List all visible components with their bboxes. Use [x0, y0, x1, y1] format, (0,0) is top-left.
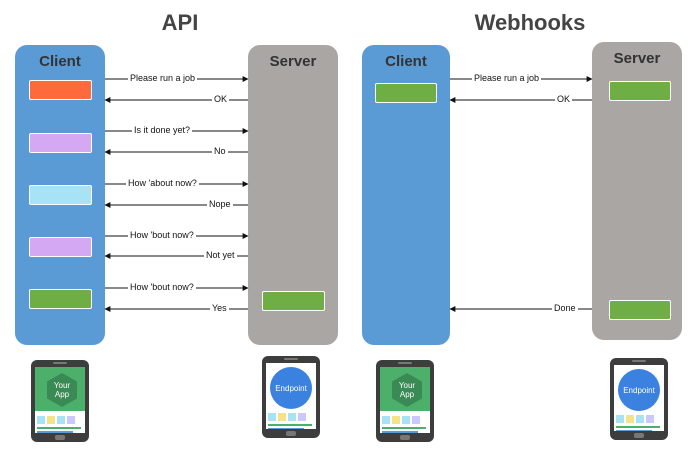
api-msg-8: Not yet	[204, 250, 237, 260]
webhooks-title: Webhooks	[474, 10, 586, 35]
api-client-box-poll-3	[29, 237, 92, 257]
webhooks-client-label: Client	[385, 53, 427, 70]
webhooks-msg-2: OK	[555, 94, 573, 104]
webhooks-server-phone-icon: Endpoint	[610, 358, 668, 440]
webhooks-msg-1: Please run a job	[472, 73, 542, 83]
api-msg-4: No	[212, 146, 228, 156]
webhooks-client-phone-icon: Your App	[376, 360, 434, 442]
api-client-box-poll-1	[29, 133, 92, 153]
webhooks-server-box-request	[609, 81, 671, 101]
endpoint-circle-icon: Endpoint	[618, 369, 660, 411]
api-server-box-done	[262, 291, 325, 311]
api-msg-1: Please run a job	[128, 73, 198, 83]
api-server-label: Server	[269, 53, 317, 70]
api-msg-6: Nope	[207, 199, 233, 209]
api-msg-10: Yes	[210, 303, 229, 313]
endpoint-circle-icon: Endpoint	[270, 367, 312, 409]
api-client-label: Client	[39, 53, 81, 70]
api-server-phone-icon: Endpoint	[262, 356, 320, 438]
api-client-phone-icon: Your App	[31, 360, 89, 442]
webhooks-server-box-done	[609, 300, 671, 320]
api-msg-7: How 'bout now?	[128, 230, 196, 240]
api-title: API	[161, 10, 199, 35]
webhooks-msg-3: Done	[552, 303, 578, 313]
webhooks-client-box-request	[375, 83, 437, 103]
api-msg-5: How 'about now?	[126, 178, 199, 188]
api-msg-3: Is it done yet?	[132, 125, 193, 135]
webhooks-server-label: Server	[613, 50, 661, 67]
api-client-box-request	[29, 80, 92, 100]
api-client-box-poll-2	[29, 185, 92, 205]
api-msg-2: OK	[212, 94, 230, 104]
api-msg-9: How 'bout now?	[128, 282, 196, 292]
api-client-box-done	[29, 289, 92, 309]
